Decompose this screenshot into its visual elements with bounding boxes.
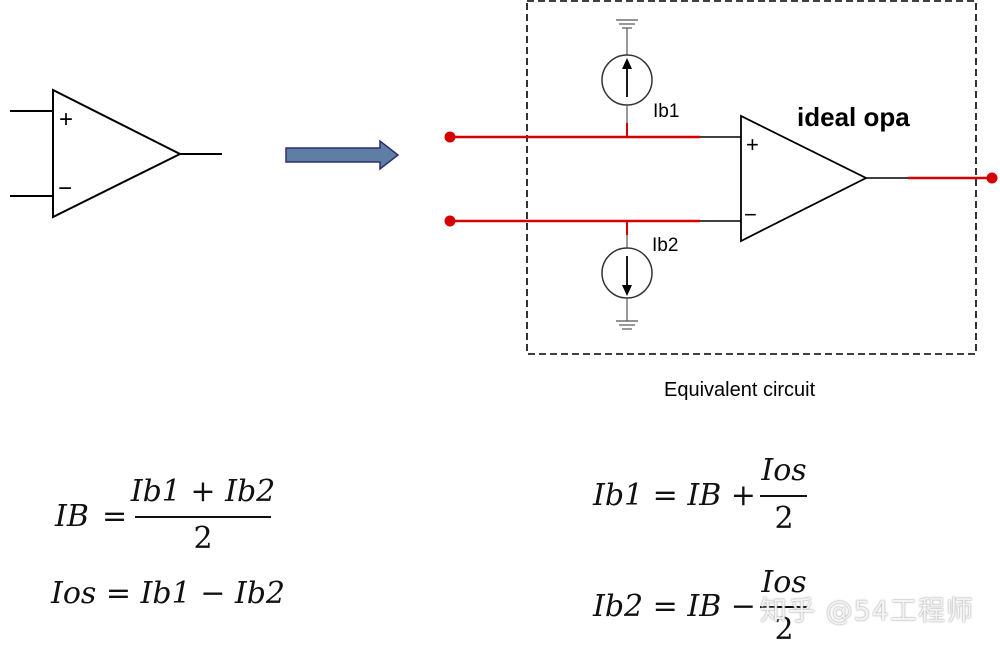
equation-ib1-denominator: 2 [774,501,793,536]
opamp-symbol-left: + − [10,88,222,219]
noninverting-input-terminal [444,131,456,143]
opamp-triangle-left [52,88,183,219]
watermark-text: 知乎 @54工程师 [760,596,974,627]
equation-ib2-denominator: 2 [774,612,793,647]
equation-ib-equals: = [102,499,127,534]
equation-ib2: Ib2 = IB − Ios 2 [592,565,807,647]
ib2-current-source: Ib2 [601,221,678,330]
equation-ib1: Ib1 = IB + Ios 2 [592,453,807,536]
equation-ib2-numerator: Ios [760,565,806,600]
equation-ib-lhs: IB [54,499,89,534]
ib1-label: Ib1 [653,101,679,122]
equation-ib1-lhs: Ib1 = IB + [592,478,756,513]
equation-ib: IB = Ib1 + Ib2 2 [54,474,275,556]
equivalent-circuit-boundary [526,0,977,355]
ib2-down-arrow-icon [622,285,632,296]
minus-sign-left: − [58,175,72,202]
equation-ib-denominator: 2 [193,521,212,556]
transition-arrow [285,139,400,171]
equation-ios: Ios = Ib1 − Ib2 [50,576,285,611]
ib2-label: Ib2 [652,235,678,256]
ideal-opa-label: ideal opa [797,102,910,132]
equation-ib2-lhs: Ib2 = IB − [592,589,756,624]
equivalent-circuit-caption: Equivalent circuit [664,379,816,401]
output-terminal [986,172,998,184]
inverting-input-terminal [444,215,456,227]
equation-ib-numerator: Ib1 + Ib2 [130,474,276,509]
input-wires [444,131,741,227]
plus-sign-ideal: + [746,132,759,157]
opamp-triangle-ideal [740,114,869,243]
ib1-current-source: Ib1 [601,19,679,137]
equation-ib1-numerator: Ios [760,453,806,488]
minus-sign-ideal: − [744,202,757,227]
ib1-up-arrow-icon [622,58,632,69]
ideal-opamp: + − ideal opa [740,102,998,243]
plus-sign-left: + [59,106,73,133]
